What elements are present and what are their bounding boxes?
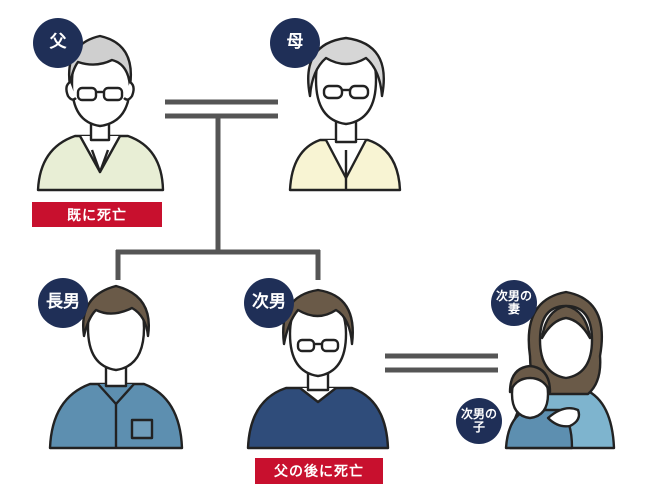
badge-second-son-child: 次男の 子 [456,398,502,444]
badge-mother: 母 [270,18,320,68]
second-son-child-figure [504,364,581,450]
badge-second-son-wife: 次男の 妻 [491,280,537,326]
father-figure [36,34,165,192]
relation-lines [115,99,498,373]
mother-figure [288,36,402,192]
eldest-son-figure [48,284,184,450]
status-father-deceased: 既に死亡 [32,202,162,227]
badge-father: 父 [33,18,83,68]
second-son-figure [246,288,390,450]
status-second-son-deceased: 父の後に死亡 [255,458,383,484]
badge-second-son: 次男 [244,278,294,328]
badge-eldest-son: 長男 [38,278,88,328]
